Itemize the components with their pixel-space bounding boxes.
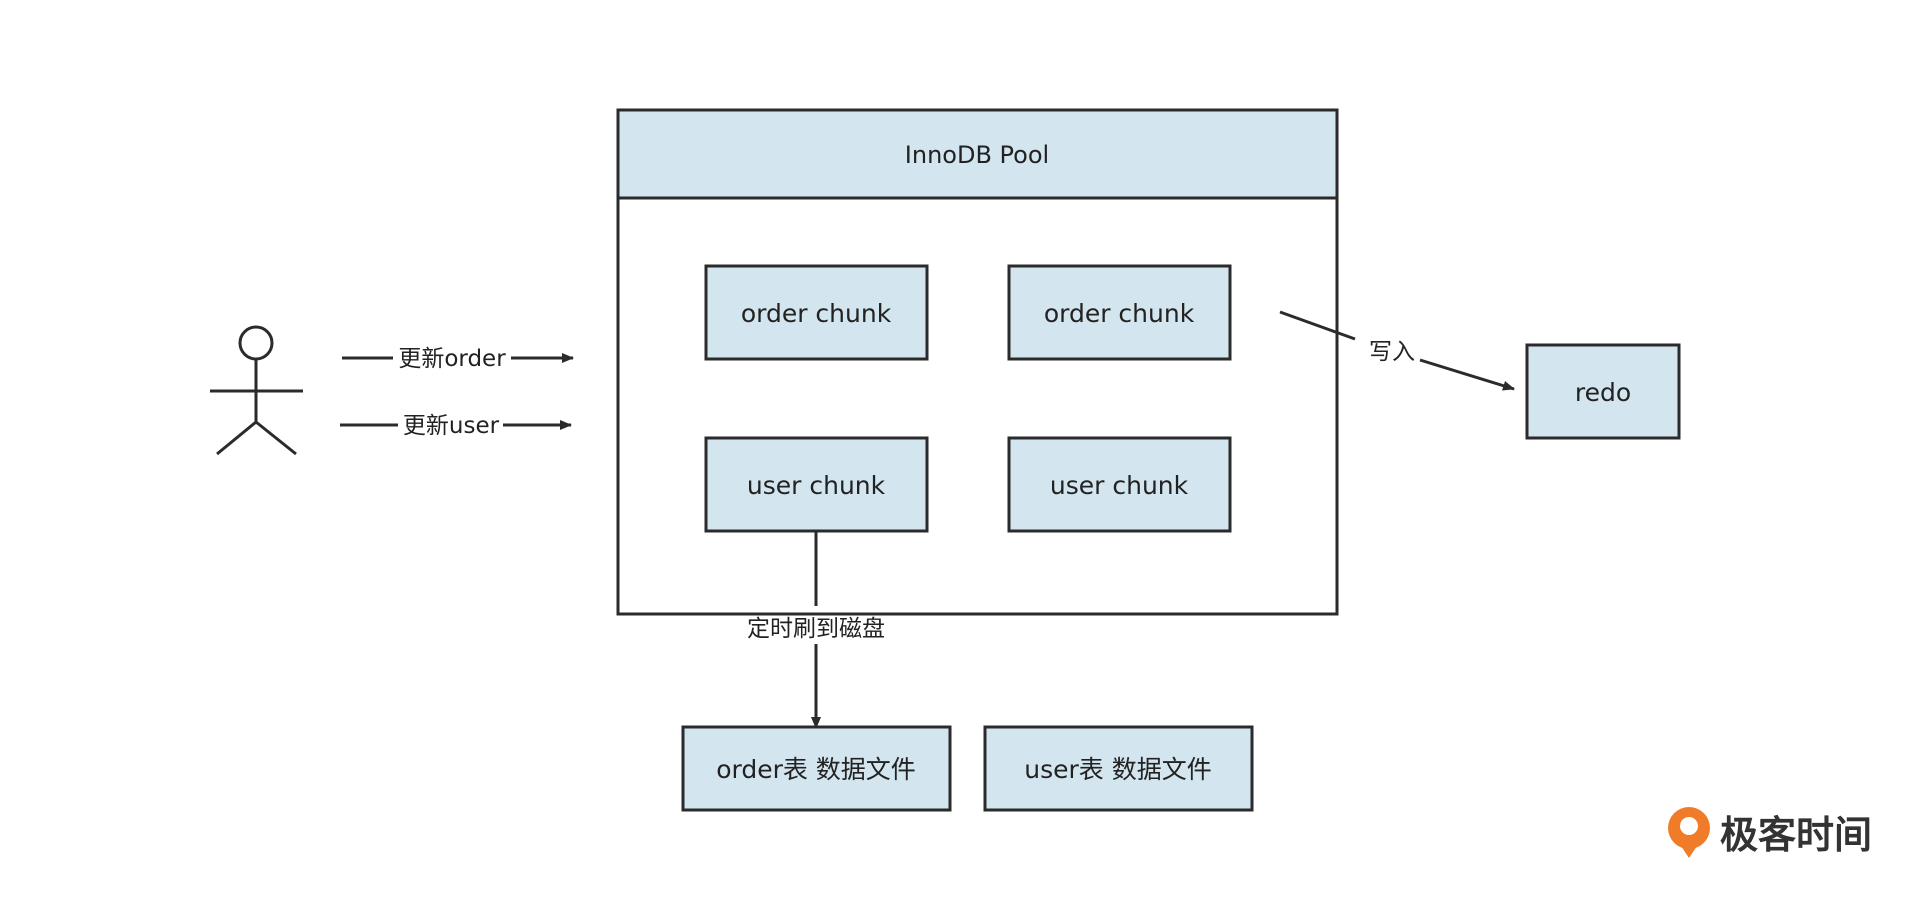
brand-name: 极客时间 [1720,813,1872,857]
chunk-order-2-label: order chunk [1044,299,1195,328]
edge-flush-disk: 定时刷到磁盘 [747,531,885,729]
chunk-user-1-label: user chunk [747,471,886,500]
chunk-user-2-label: user chunk [1050,471,1189,500]
edge-update-user: 更新user [340,413,572,439]
edge-write-redo: 写入 [1279,310,1515,391]
file-user: user表 数据文件 [983,725,1254,812]
edge-flush-label: 定时刷到磁盘 [747,616,885,642]
brand-logo-icon [1668,807,1710,858]
chunk-user-1: user chunk [704,436,929,533]
brand-logo: 极客时间 [1668,807,1872,858]
user-actor-icon [210,325,303,456]
edge-write-label: 写入 [1369,339,1415,365]
innodb-pool: InnoDB Pool [616,108,1339,616]
chunk-order-2: order chunk [1007,264,1232,361]
redo-label: redo [1575,378,1631,407]
redo-box: redo [1525,343,1681,440]
edge-update-order: 更新order [342,346,574,372]
chunk-user-2: user chunk [1007,436,1232,533]
pool-title: InnoDB Pool [905,141,1049,169]
edge-update-order-label: 更新order [398,346,506,372]
edge-update-user-label: 更新user [403,413,500,439]
file-order-label: order表 数据文件 [716,755,916,784]
file-user-label: user表 数据文件 [1024,755,1211,784]
file-order: order表 数据文件 [681,725,952,812]
chunk-order-1: order chunk [704,264,929,361]
chunk-order-1-label: order chunk [741,299,892,328]
